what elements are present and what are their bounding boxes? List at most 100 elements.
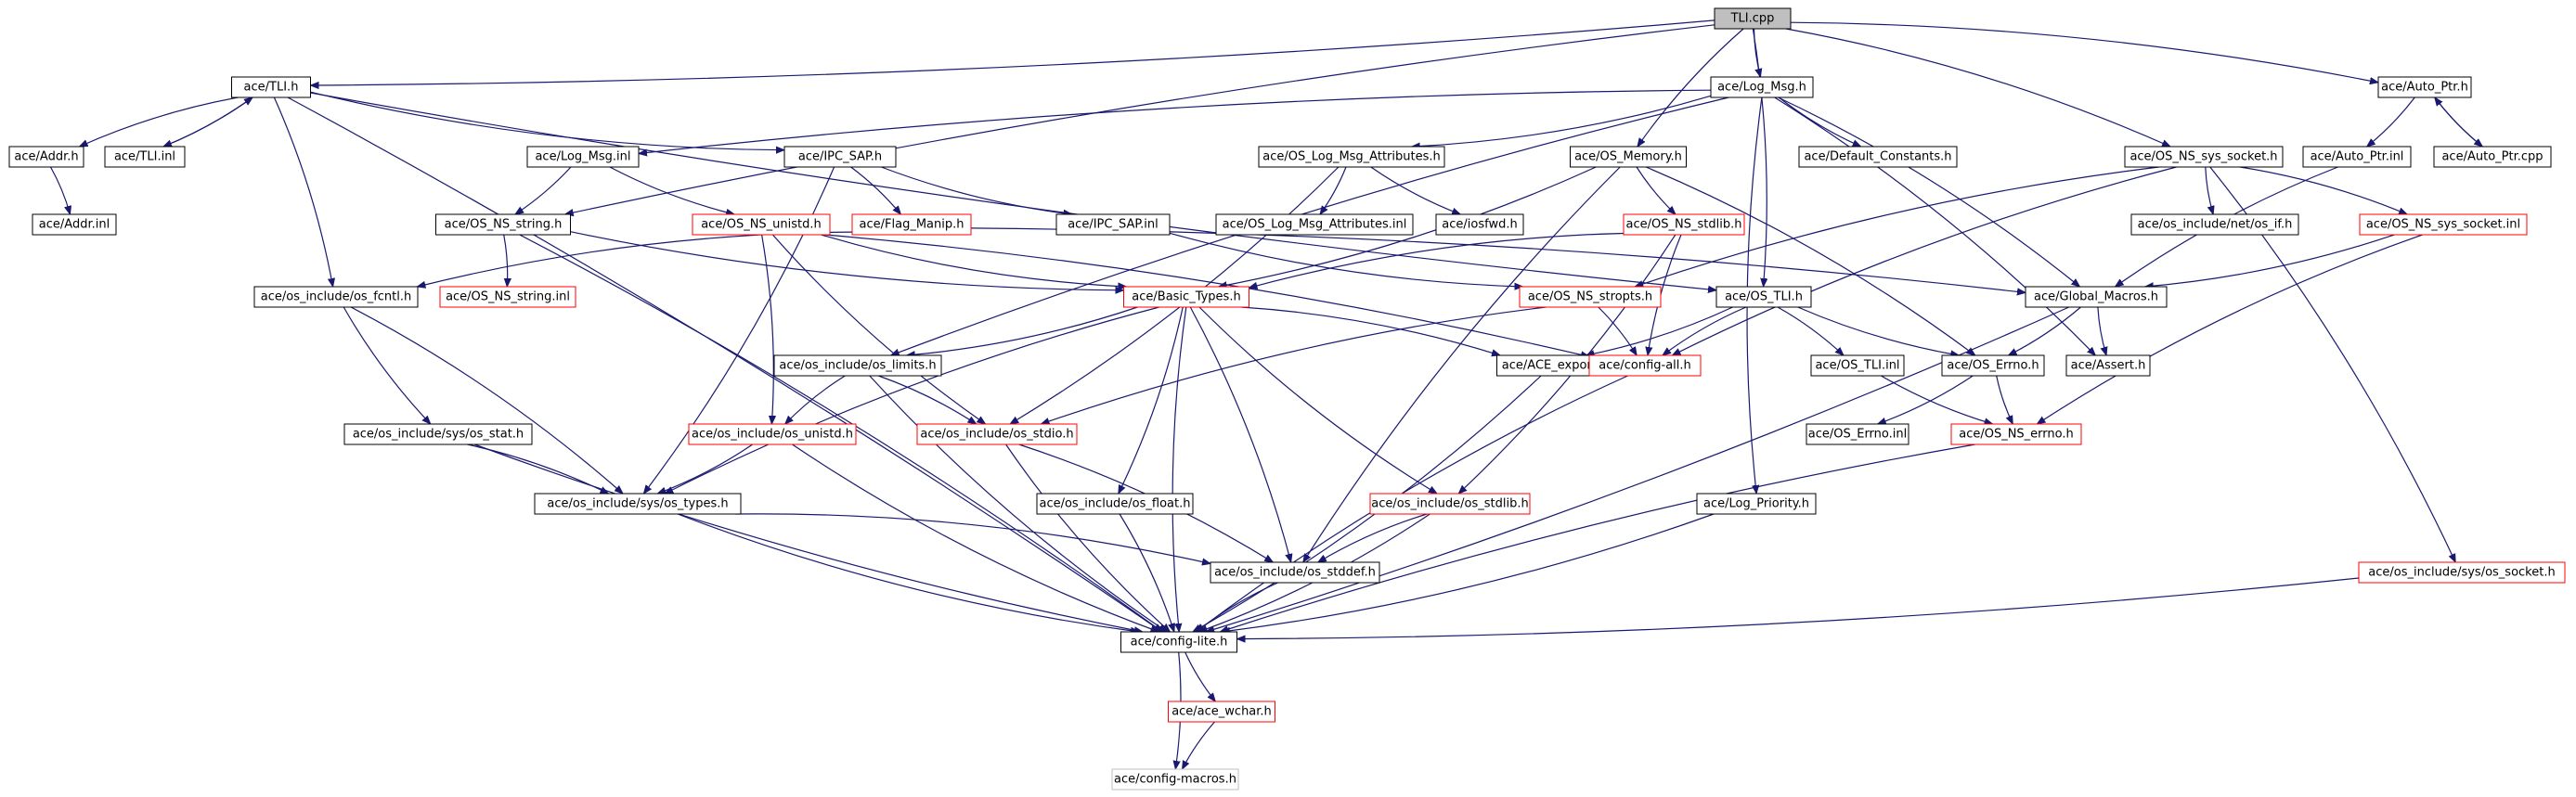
node-os-stdlib-h[interactable]: ace/os_include/os_stdlib.h [1369,493,1531,515]
node-log-msg-h[interactable]: ace/Log_Msg.h [1710,76,1814,98]
edge-tli_h-to-os_tli_h [310,92,1717,290]
edge-auto_ptr_cpp-to-auto_ptr_h [2435,97,2483,148]
node-os-float-h[interactable]: ace/os_include/os_float.h [1036,493,1194,515]
node-os-tli-inl[interactable]: ace/OS_TLI.inl [1810,354,1905,377]
edge-tli_h-to-os_fcntl_h [273,96,332,287]
node-label: ace/OS_NS_sys_socket.inl [2366,218,2520,232]
node-sys-os-stat-h[interactable]: ace/os_include/sys/os_stat.h [343,423,533,445]
node-box [1941,354,2045,377]
node-ipc-sap-h[interactable]: ace/IPC_SAP.h [783,146,897,168]
node-ace-wchar-h[interactable]: ace/ace_wchar.h [1168,701,1275,723]
node-os-errno-h[interactable]: ace/OS_Errno.h [1941,354,2045,377]
node-box [1623,213,1745,236]
node-label: ace/OS_Memory.h [1574,150,1682,164]
edge-ipc_sap_h-to-sys_os_types_h [643,166,835,494]
node-os-errno-inl[interactable]: ace/OS_Errno.inl [1806,423,1909,445]
node-label: ace/OS_NS_stdlib.h [1626,218,1742,232]
node-box [1696,493,1817,515]
edge-basic_types_h-to-os_float_h [1118,306,1184,494]
node-sys-os-types-h[interactable]: ace/os_include/sys/os_types.h [534,493,742,515]
node-addr-inl[interactable]: ace/Addr.inl [32,213,117,236]
node-box [1570,146,1687,168]
node-os-log-msg-attr-h[interactable]: ace/OS_Log_Msg_Attributes.h [1258,146,1445,168]
node-tli-h[interactable]: ace/TLI.h [231,76,311,98]
node-tli-inl[interactable]: ace/TLI.inl [104,146,186,168]
node-assert-h[interactable]: ace/Assert.h [2065,354,2151,377]
node-auto-ptr-cpp[interactable]: ace/Auto_Ptr.cpp [2433,146,2552,168]
node-box [1519,286,1662,308]
node-os-stdio-h[interactable]: ace/os_include/os_stdio.h [916,423,1078,445]
node-os-ns-string-h[interactable]: ace/OS_NS_string.h [435,213,571,236]
node-os-ns-errno-h[interactable]: ace/OS_NS_errno.h [1950,423,2082,445]
edge-os_ns_sys_socket_h-to-net_os_if_h [2205,166,2213,214]
node-box [1168,701,1275,723]
node-box [1806,423,1909,445]
node-os-log-msg-attr-inl[interactable]: ace/OS_Log_Msg_Attributes.inl [1215,213,1414,236]
node-config-all-h[interactable]: ace/config-all.h [1588,354,1702,377]
node-auto-ptr-inl[interactable]: ace/Auto_Ptr.inl [2302,146,2412,168]
node-config-lite-h[interactable]: ace/config-lite.h [1120,631,1237,653]
edge-auto_ptr_h-to-auto_ptr_cpp [2434,96,2483,147]
node-config-macros-h[interactable]: ace/config-macros.h [1111,768,1239,791]
edge-tli_h-to-ipc_sap_h [310,91,785,150]
node-label: ace/Auto_Ptr.inl [2311,150,2404,164]
node-default-constants-h[interactable]: ace/Default_Constants.h [1798,146,1958,168]
node-tli-cpp[interactable]: TLI.cpp [1714,7,1792,30]
node-os-stddef-h[interactable]: ace/os_include/os_stddef.h [1210,561,1380,584]
edge-tli_h-to-config_lite_h [287,96,1162,632]
node-ipc-sap-inl[interactable]: ace/IPC_SAP.inl [1055,213,1171,236]
edges-layer [49,19,2483,769]
node-box [1435,213,1524,236]
node-os-ns-string-inl[interactable]: ace/OS_NS_string.inl [439,286,576,308]
edge-log_priority_h-to-config_lite_h [1222,513,1715,632]
node-label: ace/Auto_Ptr.h [2381,81,2468,95]
edge-ipc_sap_inl-to-os_ns_stropts_h [1169,232,1523,287]
node-iosfwd-h[interactable]: ace/iosfwd.h [1435,213,1524,236]
edge-os_log_msg_attr_h-to-os_log_msg_attr_inl [1320,166,1347,214]
node-os-ns-sys-socket-h[interactable]: ace/OS_NS_sys_socket.h [2124,146,2284,168]
node-label: ace/os_include/os_fcntl.h [261,290,411,304]
node-os-ns-unistd-h[interactable]: ace/OS_NS_unistd.h [692,213,831,236]
node-auto-ptr-h[interactable]: ace/Auto_Ptr.h [2377,76,2472,98]
node-label: ace/TLI.h [244,81,299,95]
node-basic-types-h[interactable]: ace/Basic_Types.h [1123,286,1249,308]
node-os-ns-sys-socket-inl[interactable]: ace/OS_NS_sys_socket.inl [2359,213,2528,236]
node-log-priority-h[interactable]: ace/Log_Priority.h [1696,493,1817,515]
edge-tli_cpp-to-os_memory_h [1638,28,1744,147]
node-label: ace/os_include/sys/os_types.h [547,497,728,511]
node-box [1215,213,1414,236]
edge-sys_os_types_h-to-os_stddef_h [735,513,1210,564]
edge-os_ns_stropts_h-to-os_stdio_h [1042,306,1547,424]
node-os-limits-h[interactable]: ace/os_include/os_limits.h [773,354,942,377]
node-net-os-if-h[interactable]: ace/os_include/net/os_if.h [2130,213,2299,236]
node-os-ns-stdlib-h[interactable]: ace/OS_NS_stdlib.h [1623,213,1745,236]
edge-os_ns_unistd_h-to-os_stdio_h [771,234,985,424]
node-box [1710,76,1814,98]
node-label: ace/os_include/os_limits.h [779,359,936,373]
node-sys-os-socket-h[interactable]: ace/os_include/sys/os_socket.h [2358,561,2566,584]
node-addr-h[interactable]: ace/Addr.h [8,146,84,168]
node-label: ace/OS_NS_string.h [445,218,563,232]
edge-ipc_sap_h-to-flag_manip_h [850,166,901,214]
node-os-memory-h[interactable]: ace/OS_Memory.h [1570,146,1687,168]
node-label: ace/OS_TLI.inl [1815,359,1899,373]
node-box [32,213,117,236]
node-flag-manip-h[interactable]: ace/Flag_Manip.h [851,213,972,236]
edge-os_stdio_h-to-config_lite_h [1005,443,1171,632]
node-os-tli-h[interactable]: ace/OS_TLI.h [1715,286,1812,308]
edge-ipc_sap_h-to-ipc_sap_inl [881,166,1071,214]
node-label: ace/OS_Log_Msg_Attributes.inl [1223,218,1407,232]
node-label: ace/config-lite.h [1131,636,1228,649]
node-global-macros-h[interactable]: ace/Global_Macros.h [2025,286,2168,308]
edge-os_tli_h-to-config_all_h [1663,306,1747,355]
node-log-msg-inl[interactable]: ace/Log_Msg.inl [526,146,640,168]
node-os-fcntl-h[interactable]: ace/os_include/os_fcntl.h [253,286,419,308]
node-box [1055,213,1171,236]
node-ace-export-h[interactable]: ace/ACE_export.h [1496,354,1613,377]
node-box [916,423,1078,445]
node-label: ace/OS_NS_unistd.h [701,218,822,232]
node-os-ns-stropts-h[interactable]: ace/OS_NS_stropts.h [1519,286,1662,308]
node-os-unistd-h[interactable]: ace/os_include/os_unistd.h [688,423,857,445]
node-box [1120,631,1237,653]
node-box [1210,561,1380,584]
